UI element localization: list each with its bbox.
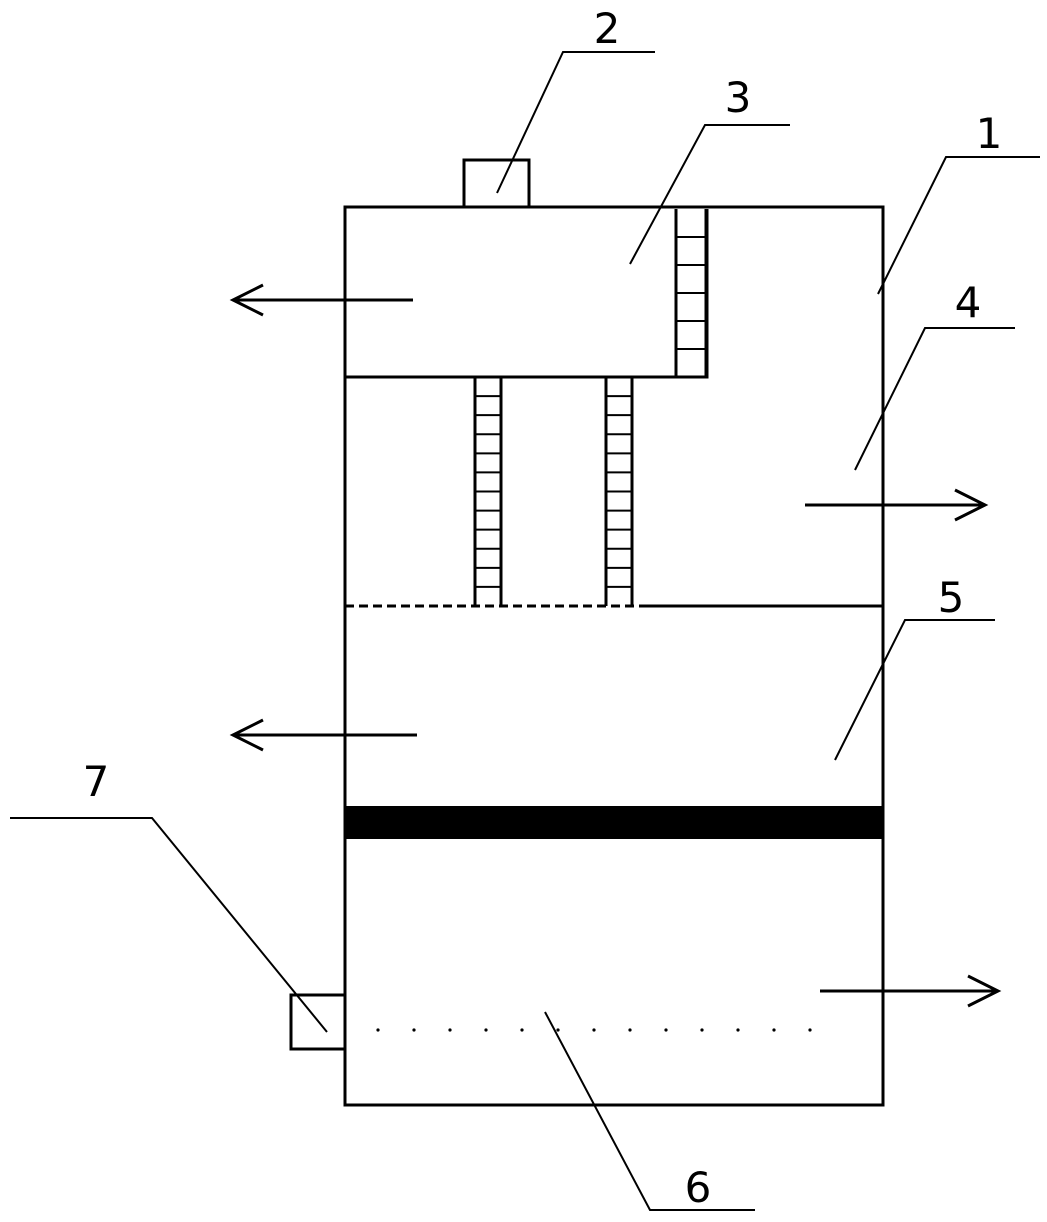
level-dot <box>772 1028 776 1032</box>
callout-4: 4 <box>955 278 982 327</box>
level-dot <box>412 1028 416 1032</box>
callout-5: 5 <box>938 573 965 622</box>
ladder-column-3 <box>604 377 634 606</box>
callout-leaders <box>10 51 1040 1211</box>
level-dot <box>628 1028 632 1032</box>
level-dot <box>664 1028 668 1032</box>
flow-arrow-right <box>805 488 989 522</box>
ladder-columns <box>473 209 708 606</box>
level-dot <box>592 1028 596 1032</box>
partition-plate <box>345 806 883 839</box>
callout-1: 1 <box>976 109 1003 158</box>
side-nozzle <box>289 993 347 1051</box>
leader-4 <box>854 327 1015 471</box>
arrow-head <box>229 718 264 752</box>
callout-7: 7 <box>83 757 110 806</box>
leader-7 <box>10 817 328 1033</box>
flow-arrows <box>229 283 1002 1008</box>
level-dot <box>808 1028 812 1032</box>
level-dot <box>448 1028 452 1032</box>
leader-1 <box>877 156 1040 295</box>
upper-chamber-outline <box>345 209 709 379</box>
level-dot <box>484 1028 488 1032</box>
ladder-column-1 <box>674 209 708 377</box>
arrow-head <box>954 488 989 522</box>
leader-2 <box>496 51 655 194</box>
vessel-body <box>343 205 885 1107</box>
level-dot <box>520 1028 524 1032</box>
level-dot <box>376 1028 380 1032</box>
level-dot <box>556 1028 560 1032</box>
callout-6: 6 <box>685 1163 712 1212</box>
flow-arrow-left <box>229 283 413 317</box>
level-dot <box>736 1028 740 1032</box>
level-dot <box>700 1028 704 1032</box>
flow-arrow-left <box>229 718 417 752</box>
callout-2: 2 <box>594 4 621 53</box>
top-nozzle <box>462 158 531 209</box>
leader-5 <box>834 619 995 761</box>
arrow-head <box>967 974 1002 1008</box>
liquid-level-dots <box>376 1028 812 1032</box>
ladder-column-2 <box>473 377 503 606</box>
flow-arrow-right <box>820 974 1002 1008</box>
callout-3: 3 <box>725 73 752 122</box>
leader-3 <box>629 124 790 265</box>
arrow-head <box>229 283 264 317</box>
leader-6 <box>544 1011 755 1211</box>
